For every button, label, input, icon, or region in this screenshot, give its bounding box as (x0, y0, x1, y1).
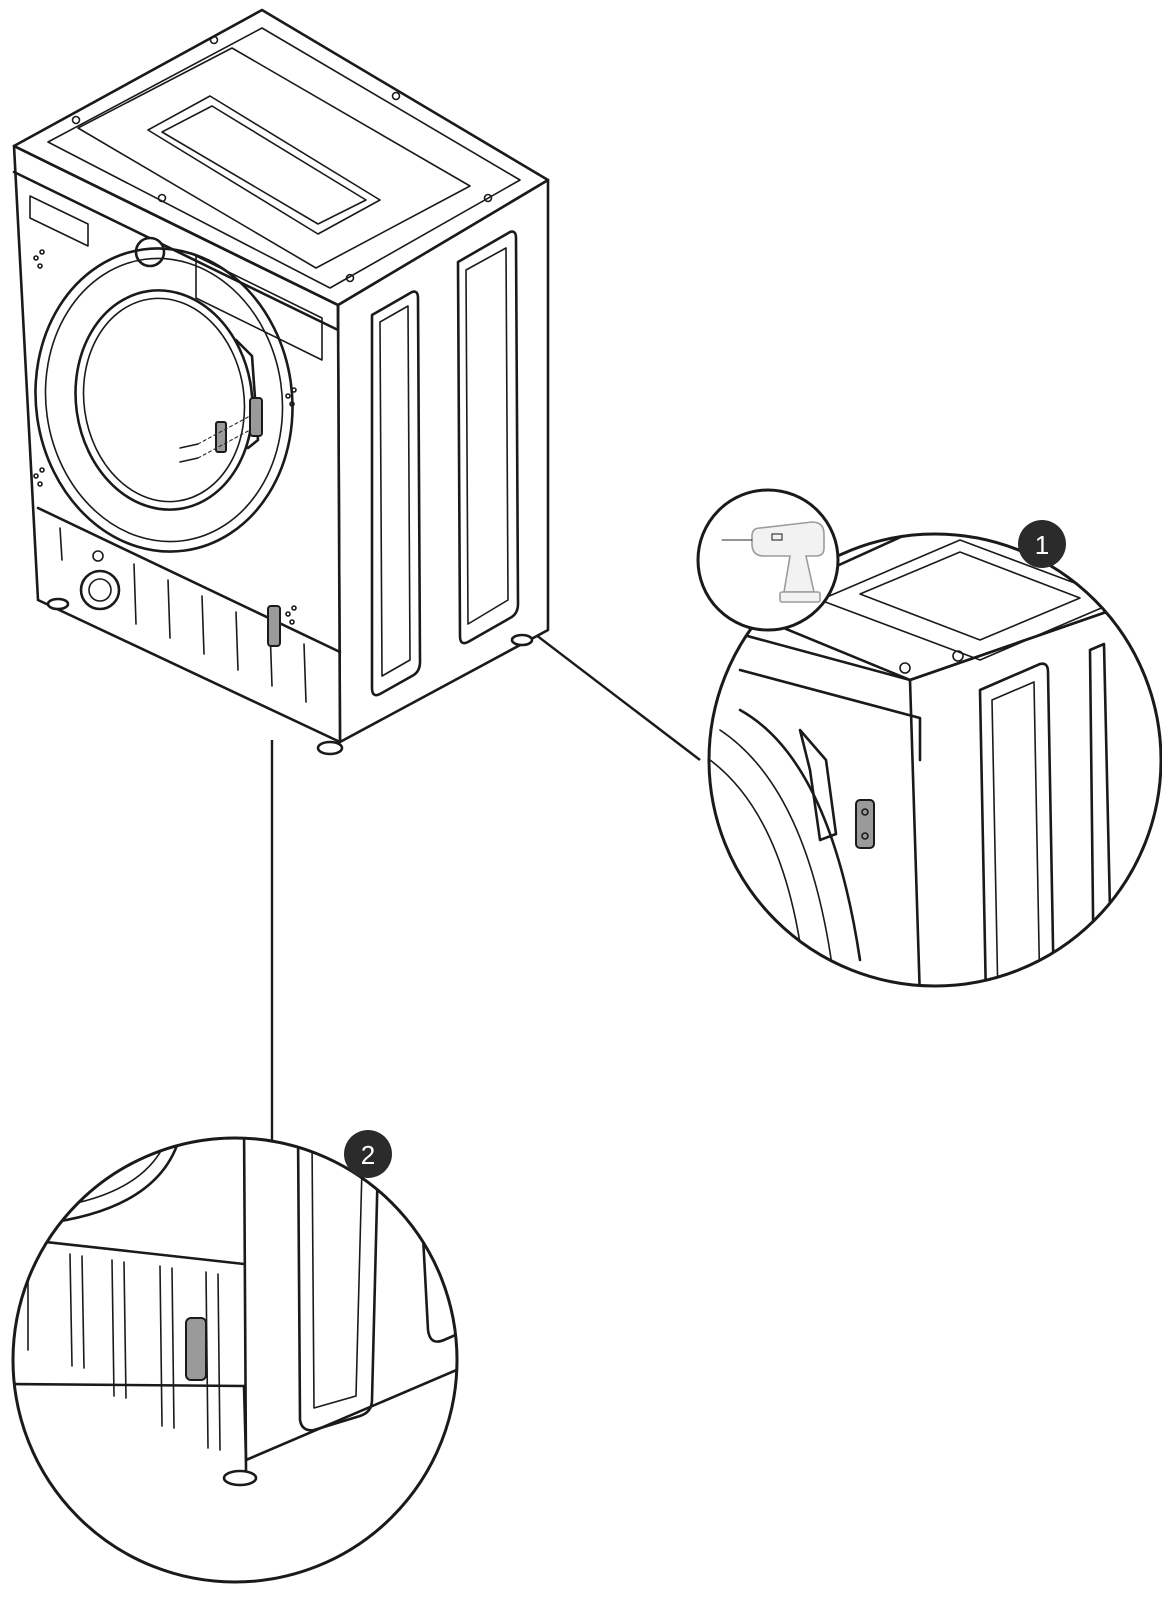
drill-icon (696, 488, 840, 632)
detail-bracket-1 (855, 799, 875, 849)
detail-circle-1 (707, 532, 1162, 988)
washer-door (34, 247, 294, 553)
callout-badge-2: 2 (344, 1130, 392, 1178)
mounting-plate (215, 421, 227, 453)
drain-pump-cap (79, 569, 121, 611)
program-knob (134, 236, 166, 268)
detail-circle-2 (11, 1136, 459, 1584)
washing-machine (12, 8, 550, 756)
callout-number-2: 2 (361, 1140, 375, 1170)
callout-number-1: 1 (1035, 530, 1049, 560)
detail-bracket-2 (185, 1317, 207, 1381)
washer-feet (46, 597, 534, 756)
plinth-bracket (267, 605, 281, 647)
washer-side-slots (370, 230, 520, 697)
callout-badge-1: 1 (1018, 520, 1066, 568)
fastener-markers (33, 249, 297, 625)
screws (179, 415, 251, 463)
washer-plinth (36, 506, 342, 703)
washer-top-details (47, 27, 521, 289)
door-hinge-bracket (249, 397, 263, 437)
